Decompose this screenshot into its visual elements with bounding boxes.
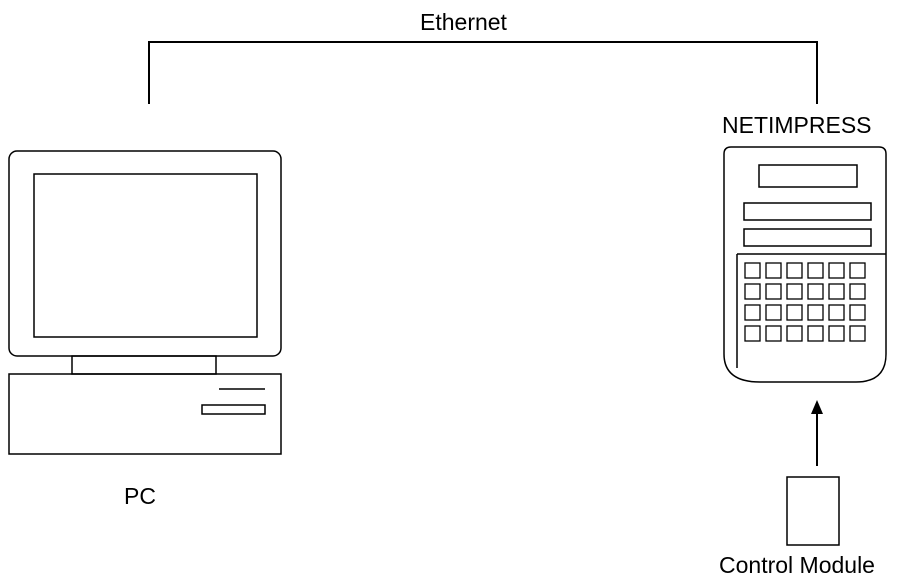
arrow-head — [811, 400, 823, 414]
netimpress-key — [744, 304, 761, 321]
netimpress-key — [744, 325, 761, 342]
netimpress-key — [765, 325, 782, 342]
netimpress-key — [744, 283, 761, 300]
netimpress-key — [786, 325, 803, 342]
netimpress-display — [758, 164, 858, 188]
netimpress-key — [765, 304, 782, 321]
netimpress-display-bar-1 — [743, 202, 872, 221]
netimpress-key — [786, 304, 803, 321]
netimpress-key — [807, 325, 824, 342]
netimpress-key — [849, 283, 866, 300]
pc-drive-slot — [201, 404, 266, 415]
pc-monitor-stand — [71, 355, 217, 375]
netimpress-key — [744, 262, 761, 279]
netimpress-key — [849, 262, 866, 279]
netimpress-body — [723, 146, 887, 383]
pc-label: PC — [124, 483, 156, 509]
netimpress-keypad — [744, 262, 866, 342]
netimpress-key — [849, 325, 866, 342]
connection-arrow — [811, 400, 823, 466]
netimpress-key — [765, 262, 782, 279]
pc-system-unit — [8, 373, 282, 455]
control-module — [786, 476, 840, 546]
pc-computer — [8, 150, 282, 455]
netimpress-key — [807, 304, 824, 321]
netimpress-key — [828, 283, 845, 300]
netimpress-key — [786, 283, 803, 300]
netimpress-key — [828, 304, 845, 321]
netimpress-key — [765, 283, 782, 300]
netimpress-key — [849, 304, 866, 321]
pc-monitor-screen — [33, 173, 258, 338]
ethernet-label: Ethernet — [420, 9, 507, 35]
netimpress-display-bar-2 — [743, 228, 872, 247]
netimpress-key — [828, 262, 845, 279]
ethernet-connection-line — [148, 41, 818, 104]
netimpress-key — [828, 325, 845, 342]
netimpress-key — [786, 262, 803, 279]
netimpress-label: NETIMPRESS — [722, 112, 872, 138]
netimpress-key — [807, 262, 824, 279]
pc-monitor-bezel — [8, 150, 282, 357]
control-module-label: Control Module — [719, 552, 875, 578]
netimpress-key — [807, 283, 824, 300]
netimpress-device — [723, 146, 887, 383]
